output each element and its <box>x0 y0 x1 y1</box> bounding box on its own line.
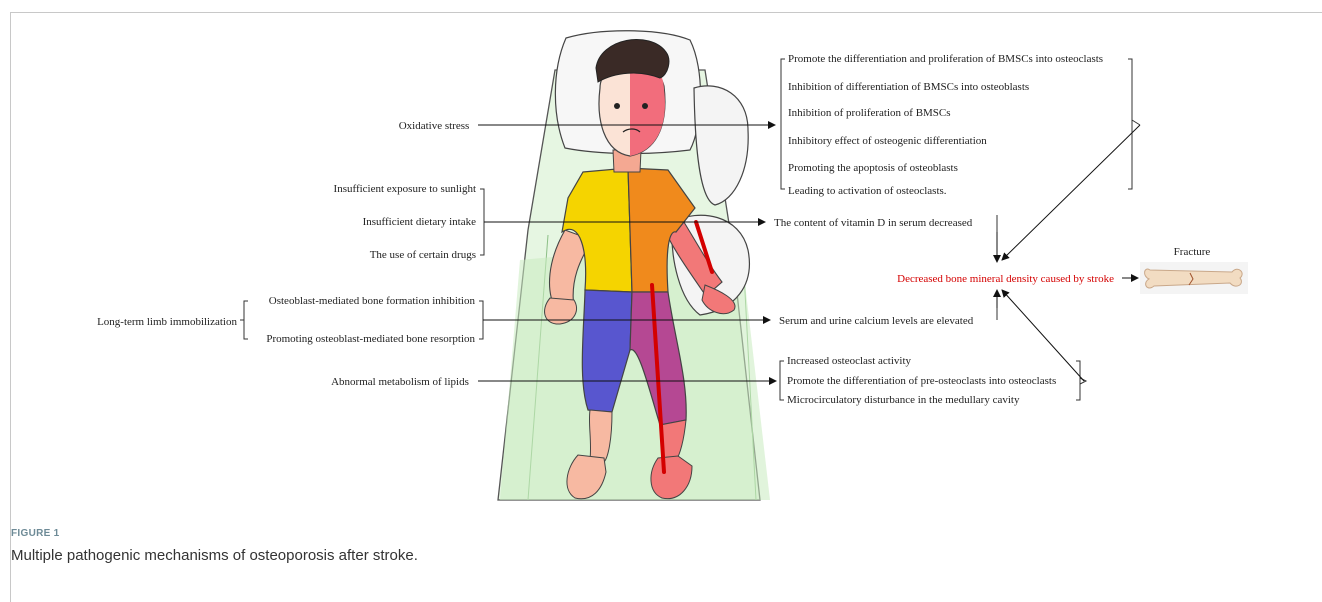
resorption-label: Promoting osteoblast-mediated bone resor… <box>266 333 475 345</box>
fracture-bone-icon <box>1140 262 1248 294</box>
oxidative-effect-6: Leading to activation of osteoclasts. <box>788 185 947 197</box>
formation-inhibition-label: Osteoblast-mediated bone formation inhib… <box>269 295 476 307</box>
vitamin-d-outcome: The content of vitamin D in serum decrea… <box>774 217 973 229</box>
lipid-effect-1: Increased osteoclast activity <box>787 355 912 367</box>
oxidative-effect-3: Inhibition of proliferation of BMSCs <box>788 107 951 119</box>
sunlight-label: Insufficient exposure to sunlight <box>334 183 476 195</box>
figure-diagram: Oxidative stress Insufficient exposure t… <box>0 0 1322 520</box>
oxidative-effect-5: Promoting the apoptosis of osteoblasts <box>788 162 958 174</box>
patient-illustration <box>498 31 770 500</box>
oxidative-effect-2: Inhibition of differentiation of BMSCs i… <box>788 81 1029 93</box>
immobilization-label: Long-term limb immobilization <box>97 316 237 328</box>
fracture-label: Fracture <box>1174 246 1211 258</box>
figure-label: FIGURE 1 <box>11 528 60 539</box>
oxidative-stress-label: Oxidative stress <box>399 120 470 132</box>
figure-caption: Multiple pathogenic mechanisms of osteop… <box>11 547 418 564</box>
drugs-label: The use of certain drugs <box>370 249 476 261</box>
calcium-outcome: Serum and urine calcium levels are eleva… <box>779 315 974 327</box>
lipids-label: Abnormal metabolism of lipids <box>331 376 469 388</box>
lipid-effect-2: Promote the differentiation of pre-osteo… <box>787 375 1056 387</box>
bmd-outcome: Decreased bone mineral density caused by… <box>897 273 1114 285</box>
dietary-label: Insufficient dietary intake <box>363 216 477 228</box>
lipid-effect-3: Microcirculatory disturbance in the medu… <box>787 394 1020 406</box>
oxidative-effect-4: Inhibitory effect of osteogenic differen… <box>788 135 987 147</box>
oxidative-effect-1: Promote the differentiation and prolifer… <box>788 53 1103 65</box>
